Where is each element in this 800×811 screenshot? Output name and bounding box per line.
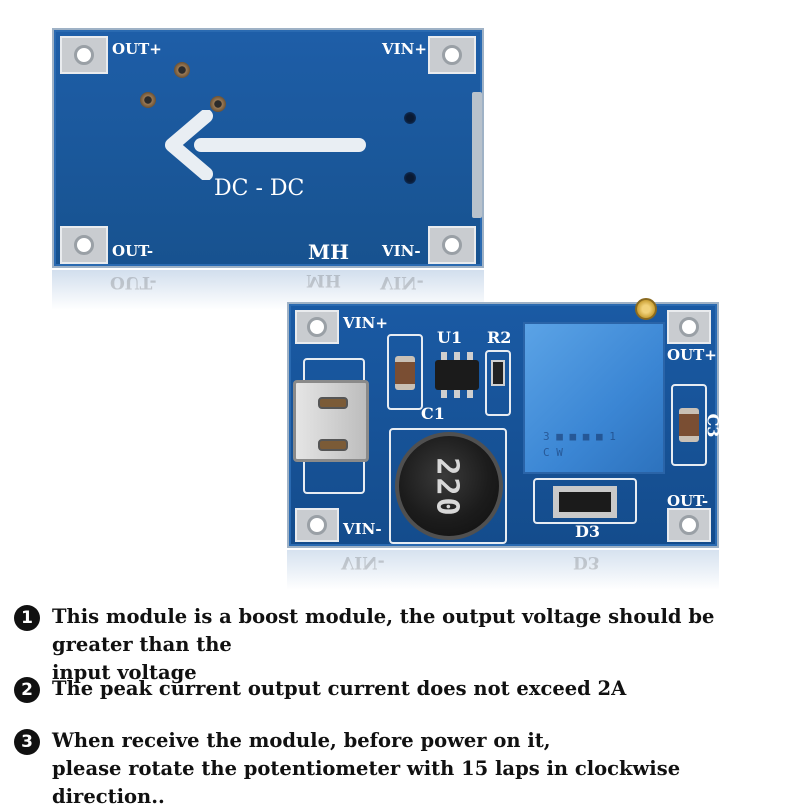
- reflection-d3: D3: [573, 552, 600, 572]
- board-front-reflection: VIN- D3: [287, 550, 719, 590]
- r2-footprint: [485, 350, 511, 416]
- note-3-line-2: please rotate the potentiometer with 15 …: [52, 757, 681, 808]
- via-dot: [210, 96, 226, 112]
- reflection-vin-minus: VIN-: [341, 552, 385, 572]
- inductor-code: 220: [429, 457, 465, 518]
- label-mh: MH: [308, 240, 350, 264]
- via-dot: [140, 92, 156, 108]
- label-dc-dc: DC - DC: [214, 176, 305, 201]
- label-vin-plus: VIN+: [382, 40, 427, 58]
- arrow-left-icon: [165, 110, 366, 180]
- micro-usb-port: [293, 380, 369, 462]
- label-out-plus: OUT+: [112, 40, 162, 58]
- label-vin-plus: VIN+: [343, 314, 388, 332]
- note-number-1: 1: [14, 605, 40, 631]
- mounting-pad-bottom-right: [667, 508, 711, 542]
- usb-connector-edge: [472, 92, 482, 218]
- resistor-r2: [491, 360, 505, 386]
- reflection-mh: MH: [306, 270, 341, 290]
- diode-d3: [553, 486, 617, 518]
- note-number-2: 2: [14, 677, 40, 703]
- label-vin-minus: VIN-: [382, 242, 421, 260]
- note-1-line-2: input voltage: [52, 661, 197, 684]
- pot-marking-cw: C W: [543, 446, 563, 459]
- capacitor-c3: [679, 408, 699, 442]
- reflection-out-minus: OUT-: [110, 272, 157, 292]
- mounting-pad-bottom-left: [295, 508, 339, 542]
- mounting-pad-bottom-left: [60, 226, 108, 264]
- potentiometer-adjust-screw[interactable]: [635, 298, 657, 320]
- c3-footprint: [671, 384, 707, 466]
- mounting-pad-top-right: [667, 310, 711, 344]
- inductor-l1: [395, 432, 503, 540]
- label-u1: U1: [437, 328, 463, 347]
- d3-footprint: [533, 478, 637, 524]
- note-item-3: 3 When receive the module, before power …: [14, 727, 794, 808]
- via-dot: [404, 172, 416, 184]
- inductor-footprint: [389, 428, 507, 544]
- label-d3: D3: [575, 522, 601, 541]
- note-item-2: 2 The peak current output current does n…: [14, 675, 794, 705]
- pot-marking: 3 ■ ■ ■ ■ 1: [543, 430, 616, 443]
- reflection-vin-minus: VIN-: [380, 272, 424, 292]
- note-2-line-1: The peak current output current does not…: [52, 677, 627, 700]
- mounting-pad-bottom-right: [428, 226, 476, 264]
- label-out-plus: OUT+: [667, 346, 717, 364]
- c1-footprint: [387, 334, 423, 410]
- mounting-pad-top-left: [295, 310, 339, 344]
- label-r2: R2: [487, 328, 512, 347]
- board-front-side: VIN+ VIN- OUT+ OUT- C1 U1 R2 220 3 ■ ■ ■…: [287, 298, 723, 548]
- board-back-side: OUT+ VIN+ OUT- VIN- DC - DC MH: [52, 28, 484, 268]
- label-out-minus: OUT-: [667, 492, 709, 510]
- label-c1: C1: [421, 404, 445, 423]
- note-number-3: 3: [14, 729, 40, 755]
- mounting-pad-top-left: [60, 36, 108, 74]
- via-dot: [174, 62, 190, 78]
- ic-u1-chip: [435, 352, 479, 398]
- label-vin-minus: VIN-: [343, 520, 382, 538]
- note-item-1: 1 This module is a boost module, the out…: [14, 603, 794, 684]
- label-out-minus: OUT-: [112, 242, 154, 260]
- via-dot: [404, 112, 416, 124]
- mounting-pad-top-right: [428, 36, 476, 74]
- capacitor-c1: [395, 356, 415, 390]
- label-c3: C3: [703, 413, 723, 438]
- note-3-line-1: When receive the module, before power on…: [52, 729, 551, 752]
- potentiometer[interactable]: 3 ■ ■ ■ ■ 1 C W: [523, 322, 665, 474]
- note-1-line-1: This module is a boost module, the outpu…: [52, 605, 715, 656]
